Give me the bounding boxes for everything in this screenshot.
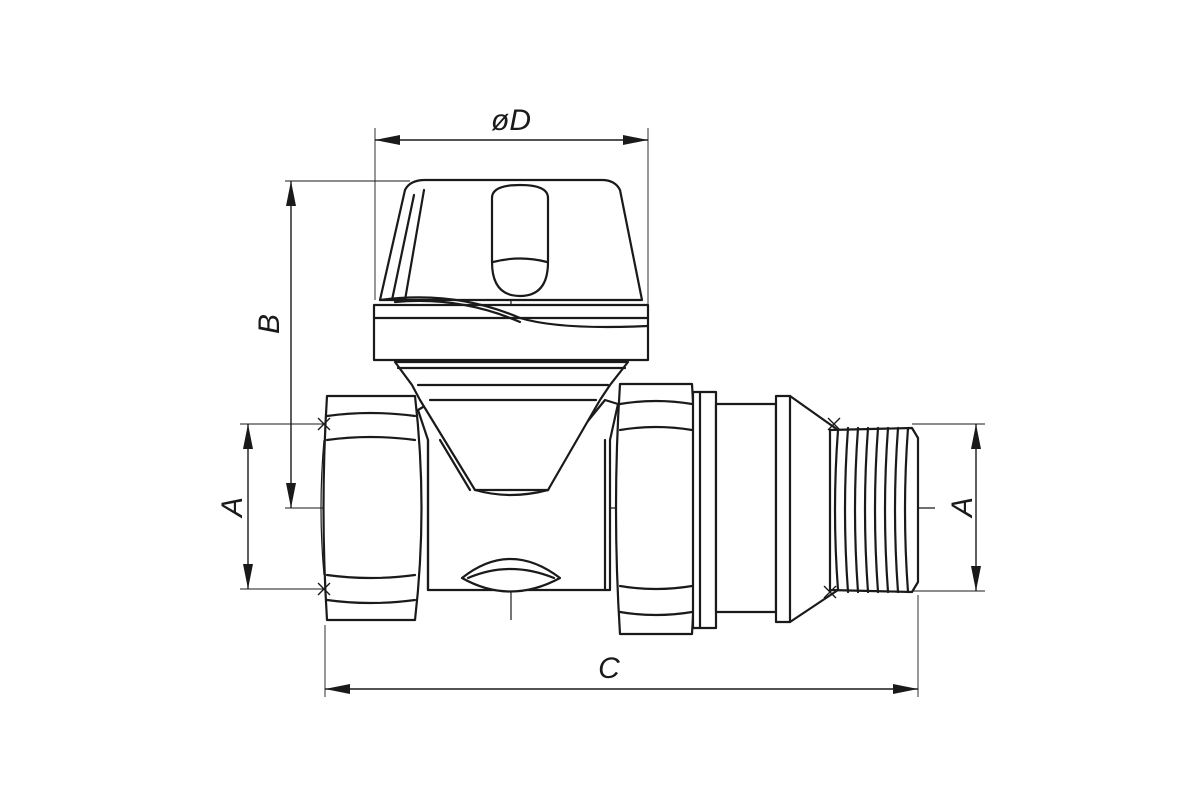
length-label: C (598, 652, 620, 685)
right-union-nut (614, 382, 718, 636)
valve-bonnet (393, 360, 630, 497)
dimension-height (286, 181, 296, 508)
thread-left-label: A (216, 497, 249, 519)
valve-cap (372, 178, 650, 362)
left-union-nut (320, 394, 423, 622)
dimension-thread-right (971, 424, 981, 591)
tailpiece (714, 394, 840, 624)
extension-lines (240, 128, 985, 697)
diameter-label: øD (491, 104, 531, 137)
threaded-end (828, 426, 920, 594)
dimension-thread-left (243, 424, 253, 589)
height-label: B (253, 314, 286, 334)
thread-right-label: A (946, 497, 979, 519)
dimension-diameter (375, 135, 648, 145)
dimension-length (325, 684, 918, 694)
thread-markers (317, 417, 841, 599)
